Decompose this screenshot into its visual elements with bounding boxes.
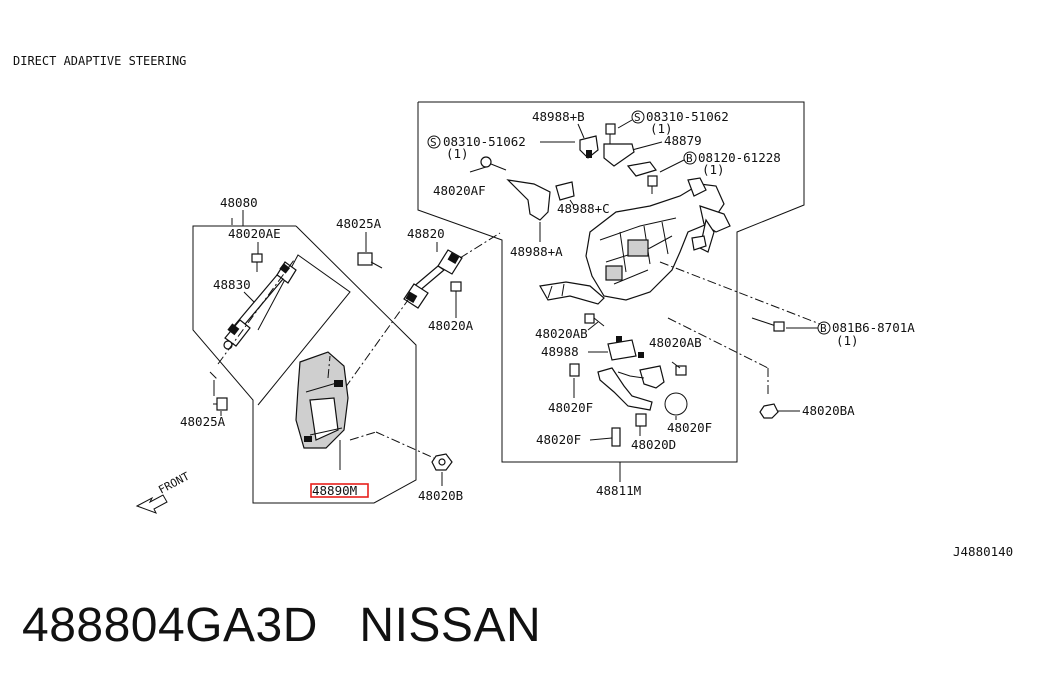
harness-48020F — [569, 363, 688, 447]
label-48988B[interactable]: 48988+B — [532, 109, 585, 124]
label-48811M[interactable]: 48811M — [596, 483, 641, 498]
label-48890M[interactable]: 48890M — [312, 483, 357, 498]
bracket-48988B — [579, 135, 599, 159]
label-48820[interactable]: 48820 — [407, 226, 445, 241]
steering-column-48811M — [539, 177, 731, 305]
label-48020AB-right[interactable]: 48020AB — [649, 335, 702, 350]
part-number: 488804GA3D — [22, 599, 318, 652]
bracket-48988 — [607, 336, 644, 361]
front-arrow-icon — [135, 494, 168, 514]
diagram-title: DIRECT ADAPTIVE STEERING — [13, 54, 186, 68]
callout-s-a: S — [430, 136, 437, 149]
bolt-48020AB-right — [671, 361, 687, 376]
label-48080[interactable]: 48080 — [220, 195, 258, 210]
label-48020AF[interactable]: 48020AF — [433, 183, 486, 198]
lower-shaft-48820 — [403, 249, 463, 309]
bracket-48879-b — [626, 161, 657, 177]
label-48988A[interactable]: 48988+A — [510, 244, 563, 259]
label-48830[interactable]: 48830 — [213, 277, 251, 292]
part-number-footer: 488804GA3D NISSAN — [22, 598, 541, 653]
label-48879[interactable]: 48879 — [664, 133, 702, 148]
callout-s-icon-b — [631, 110, 645, 124]
label-081B6[interactable]: 081B6-8701A — [832, 320, 915, 335]
steering-cover-48890M — [295, 351, 349, 470]
bracket-48879 — [603, 143, 635, 167]
nut-48025A-left — [213, 380, 228, 411]
label-081B6-qty: (1) — [836, 333, 859, 348]
label-48020A[interactable]: 48020A — [428, 318, 474, 333]
nut-48020BA — [759, 403, 779, 419]
callout-s-b: S — [634, 111, 641, 124]
bolt-48020A — [450, 281, 462, 300]
label-08310-a[interactable]: 08310-51062 — [443, 134, 526, 149]
assembly-outline-48811M — [417, 101, 805, 463]
label-08310-b-qty: (1) — [650, 121, 673, 136]
callout-b-2: B — [820, 322, 827, 335]
label-48020F-left[interactable]: 48020F — [548, 400, 593, 415]
callout-b-icon-2 — [817, 321, 831, 335]
label-48020AB-left[interactable]: 48020AB — [535, 326, 588, 341]
nut-48025A-top — [357, 252, 383, 269]
label-08120-qty: (1) — [702, 162, 725, 177]
label-48988[interactable]: 48988 — [541, 344, 579, 359]
callout-s-icon-a — [427, 135, 441, 149]
nut-48020B — [431, 453, 453, 471]
highlight-box-48890M — [310, 483, 369, 498]
intermediate-shaft-48830 — [223, 261, 297, 350]
assembly-outline-48080 — [192, 218, 417, 504]
label-48025A-top[interactable]: 48025A — [336, 216, 382, 231]
callout-b-icon — [683, 151, 697, 165]
label-48020D[interactable]: 48020D — [631, 437, 676, 452]
front-label: FRONT — [156, 469, 192, 496]
label-48020BA[interactable]: 48020BA — [802, 403, 855, 418]
bolt-top-48020AF — [480, 156, 507, 171]
label-08120[interactable]: 08120-61228 — [698, 150, 781, 165]
label-08310-b[interactable]: 08310-51062 — [646, 109, 729, 124]
label-48020B[interactable]: 48020B — [418, 488, 463, 503]
label-48020F-bottom[interactable]: 48020F — [536, 432, 581, 447]
bolt-08310-b — [605, 123, 616, 144]
bolt-48020AE — [251, 253, 263, 272]
bracket-48988C — [506, 179, 575, 221]
label-08310-a-qty: (1) — [446, 146, 469, 161]
bolt-081B6 — [751, 317, 785, 332]
bolt-08120 — [647, 175, 658, 194]
label-48020F-right[interactable]: 48020F — [667, 420, 712, 435]
label-48020AE[interactable]: 48020AE — [228, 226, 281, 241]
brand-name: NISSAN — [359, 599, 542, 652]
callout-b: B — [686, 152, 693, 165]
bolt-48020AB-left — [584, 313, 605, 327]
reference-code: J4880140 — [953, 544, 1013, 559]
label-48025A-left[interactable]: 48025A — [180, 414, 226, 429]
label-48988C[interactable]: 48988+C — [557, 201, 610, 216]
